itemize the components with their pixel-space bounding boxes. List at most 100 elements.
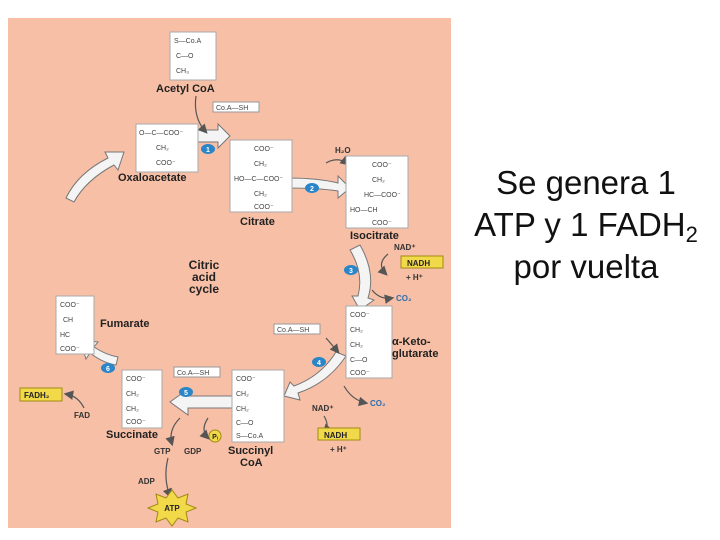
step-badge-2: 2 xyxy=(305,183,319,193)
succinyl-coa-line-5: S—Co.A xyxy=(236,433,264,440)
fad-arrow xyxy=(63,390,85,409)
svg-text:NADH: NADH xyxy=(324,431,347,440)
h-plus-label-1: + H⁺ xyxy=(406,273,423,282)
alpha-ketoglutarate-name-1: α-Keto- xyxy=(392,336,431,348)
co2-label-2: CO₂ xyxy=(370,399,386,408)
succinyl-coa-name-2: CoA xyxy=(240,457,263,469)
citric-acid-cycle-figure: Citric acid cycle S—Co.A C—O CH₃ Acetyl … xyxy=(8,18,451,528)
succinyl-coa-molecule: COO⁻ CH₂ CH₂ C—O S—Co.A Succinyl CoA xyxy=(228,369,285,469)
citrate-line-2: CH₂ xyxy=(254,161,267,168)
succinyl-coa-line-4: C—O xyxy=(236,420,254,427)
step-badge-1: 1 xyxy=(201,144,215,154)
caption-line-1: Se genera 1 xyxy=(496,164,676,201)
fumarate-line-3: HC xyxy=(60,332,70,339)
succinyl-coa-line-2: CH₂ xyxy=(236,391,249,398)
caption-line-2-sub: 2 xyxy=(685,222,698,247)
oxaloacetate-molecule: O—C—COO⁻ CH₂ COO⁻ Oxaloacetate xyxy=(118,123,199,184)
caption-line-3: por vuelta xyxy=(513,248,659,285)
alpha-ketoglutarate-molecule: COO⁻ CH₂ CH₂ C—O COO⁻ α-Keto- glutarate xyxy=(345,305,438,379)
citrate-molecule: COO⁻ CH₂ HO—C—COO⁻ CH₂ COO⁻ Citrate xyxy=(229,139,293,228)
step-badge-5: 5 xyxy=(179,387,193,397)
step-badge-4: 4 xyxy=(312,357,326,367)
fumarate-line-4: COO⁻ xyxy=(60,346,80,353)
coa-sh-arrow-2 xyxy=(325,337,340,354)
isocitrate-line-4: HO—CH xyxy=(350,207,378,214)
atp-arrow xyxy=(162,457,172,499)
svg-text:2: 2 xyxy=(310,186,314,193)
citrate-line-3: HO—C—COO⁻ xyxy=(234,176,284,183)
h2o-arrow xyxy=(325,155,350,166)
coa-sh-label-1: Co.A—SH xyxy=(212,101,260,113)
alpha-ketoglutarate-line-5: COO⁻ xyxy=(350,370,370,377)
h-plus-label-2: + H⁺ xyxy=(330,445,347,454)
atp-burst: ATP xyxy=(146,489,198,527)
center-label: Citric acid cycle xyxy=(189,258,220,296)
svg-text:1: 1 xyxy=(206,147,210,154)
alpha-ketoglutarate-name-2: glutarate xyxy=(392,348,438,360)
co2-label-1: CO₂ xyxy=(396,294,412,303)
svg-text:Co.A—SH: Co.A—SH xyxy=(216,105,248,112)
alpha-ketoglutarate-line-4: C—O xyxy=(350,357,368,364)
center-label-line-2: acid xyxy=(192,270,216,284)
svg-text:NADH: NADH xyxy=(407,259,430,268)
gtp-label: GTP xyxy=(154,447,171,456)
succinyl-coa-line-3: CH₂ xyxy=(236,406,249,413)
caption-line-2: ATP y 1 FADH2 xyxy=(452,204,720,246)
succinate-line-2: CH₂ xyxy=(126,391,139,398)
center-label-line-1: Citric xyxy=(189,258,220,272)
isocitrate-name: Isocitrate xyxy=(350,230,399,242)
citrate-name: Citrate xyxy=(240,216,275,228)
alpha-ketoglutarate-line-2: CH₂ xyxy=(350,327,363,334)
co2-arrow-2 xyxy=(343,385,369,407)
acetyl-coa-molecule: S—Co.A C—O CH₃ Acetyl CoA xyxy=(156,31,217,95)
acetyl-coa-name: Acetyl CoA xyxy=(156,83,215,95)
adp-label: ADP xyxy=(138,477,156,486)
isocitrate-line-1: COO⁻ xyxy=(372,162,392,169)
fumarate-line-1: COO⁻ xyxy=(60,302,80,309)
acetyl-coa-line-2: C—O xyxy=(176,53,194,60)
isocitrate-molecule: COO⁻ CH₂ HC—COO⁻ HO—CH COO⁻ Isocitrate xyxy=(345,155,409,242)
succinate-line-4: COO⁻ xyxy=(126,419,146,426)
caption-text: Se genera 1 ATP y 1 FADH2 por vuelta xyxy=(452,162,720,288)
svg-text:3: 3 xyxy=(349,268,353,275)
oxaloacetate-line-2: CH₂ xyxy=(156,145,169,152)
acetyl-coa-arrow xyxy=(194,95,208,134)
pi-label: Pᵢ xyxy=(208,429,222,443)
h2o-label: H₂O xyxy=(335,146,351,155)
svg-text:5: 5 xyxy=(184,390,188,397)
succinate-name: Succinate xyxy=(106,429,158,441)
succinate-line-3: CH₂ xyxy=(126,406,139,413)
nadh-label-2: NADH xyxy=(317,427,361,441)
svg-text:Co.A—SH: Co.A—SH xyxy=(277,327,309,334)
succinyl-coa-name-1: Succinyl xyxy=(228,445,273,457)
alpha-ketoglutarate-line-3: CH₂ xyxy=(350,342,363,349)
succinate-line-1: COO⁻ xyxy=(126,376,146,383)
gtp-gdp-arrow xyxy=(165,417,181,447)
step-badge-3: 3 xyxy=(344,265,358,275)
oxaloacetate-line-1: O—C—COO⁻ xyxy=(139,130,183,137)
fad-label: FAD xyxy=(74,411,90,420)
svg-text:6: 6 xyxy=(106,366,110,373)
citrate-line-4: CH₂ xyxy=(254,191,267,198)
fumarate-molecule: COO⁻ CH HC COO⁻ Fumarate xyxy=(55,295,150,355)
succinate-molecule: COO⁻ CH₂ CH₂ COO⁻ Succinate xyxy=(106,369,163,441)
acetyl-coa-line-3: CH₃ xyxy=(176,68,189,75)
svg-text:FADH₂: FADH₂ xyxy=(24,391,50,400)
gdp-label: GDP xyxy=(184,447,202,456)
oxaloacetate-line-3: COO⁻ xyxy=(156,160,176,167)
caption-line-2-main: ATP y 1 FADH xyxy=(474,206,686,243)
oxaloacetate-name: Oxaloacetate xyxy=(118,172,186,184)
isocitrate-line-3: HC—COO⁻ xyxy=(364,192,401,199)
acetyl-coa-line-1: S—Co.A xyxy=(174,38,202,45)
coa-sh-label-3: Co.A—SH xyxy=(173,366,221,378)
svg-text:Co.A—SH: Co.A—SH xyxy=(177,370,209,377)
svg-text:Pᵢ: Pᵢ xyxy=(212,434,218,441)
nadh-label-1: NADH xyxy=(400,255,444,269)
isocitrate-line-2: CH₂ xyxy=(372,177,385,184)
svg-text:ATP: ATP xyxy=(164,504,180,513)
citrate-line-1: COO⁻ xyxy=(254,146,274,153)
co2-arrow-1 xyxy=(371,289,395,304)
citrate-line-5: COO⁻ xyxy=(254,204,274,211)
cycle-diagram-svg: Citric acid cycle S—Co.A C—O CH₃ Acetyl … xyxy=(19,31,444,527)
isocitrate-line-5: COO⁻ xyxy=(372,220,392,227)
